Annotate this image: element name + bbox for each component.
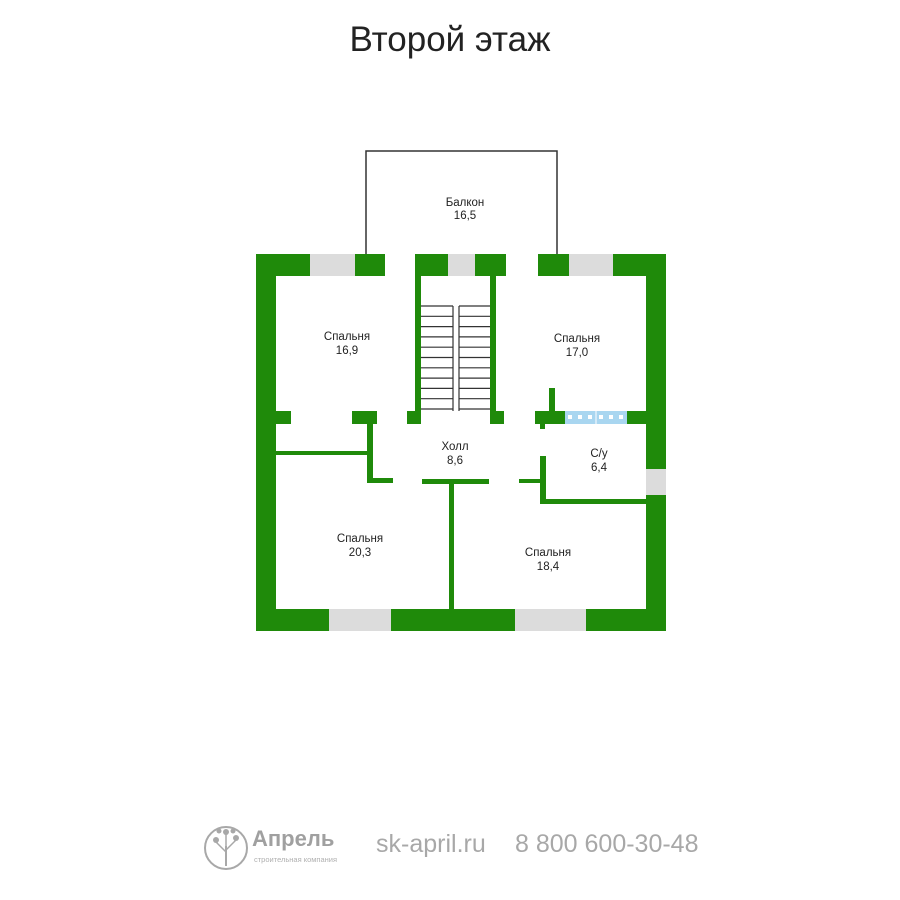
room-area-bedroom-1: 16,9 xyxy=(336,345,358,357)
room-name-balcony: Балкон xyxy=(446,197,485,209)
logo-subtitle: строительная компания xyxy=(254,855,338,864)
windows xyxy=(310,254,666,631)
phone-number[interactable]: 8 800 600-30-48 xyxy=(515,830,699,858)
room-name-bedroom-1: Спальня xyxy=(324,331,370,343)
room-name-bathroom: С/у xyxy=(590,448,608,460)
balcony-outline xyxy=(365,150,558,254)
room-area-hall: 8,6 xyxy=(447,455,463,467)
logo-name: Апрель xyxy=(252,826,335,851)
room-area-bedroom-3: 20,3 xyxy=(349,547,371,559)
room-area-balcony: 16,5 xyxy=(454,210,476,222)
room-name-hall: Холл xyxy=(441,441,468,453)
radiator xyxy=(565,411,627,424)
room-area-bathroom: 6,4 xyxy=(591,462,608,474)
room-area-bedroom-4: 18,4 xyxy=(537,561,560,573)
room-name-bedroom-4: Спальня xyxy=(525,547,571,559)
staircase xyxy=(421,305,490,411)
room-area-bedroom-2: 17,0 xyxy=(566,347,588,359)
company-logo-icon xyxy=(204,826,248,870)
room-name-bedroom-3: Спальня xyxy=(337,533,383,545)
room-name-bedroom-2: Спальня xyxy=(554,333,600,345)
website-link[interactable]: sk-april.ru xyxy=(376,830,486,858)
page-title: Второй этаж xyxy=(349,20,551,59)
walls xyxy=(256,254,666,631)
